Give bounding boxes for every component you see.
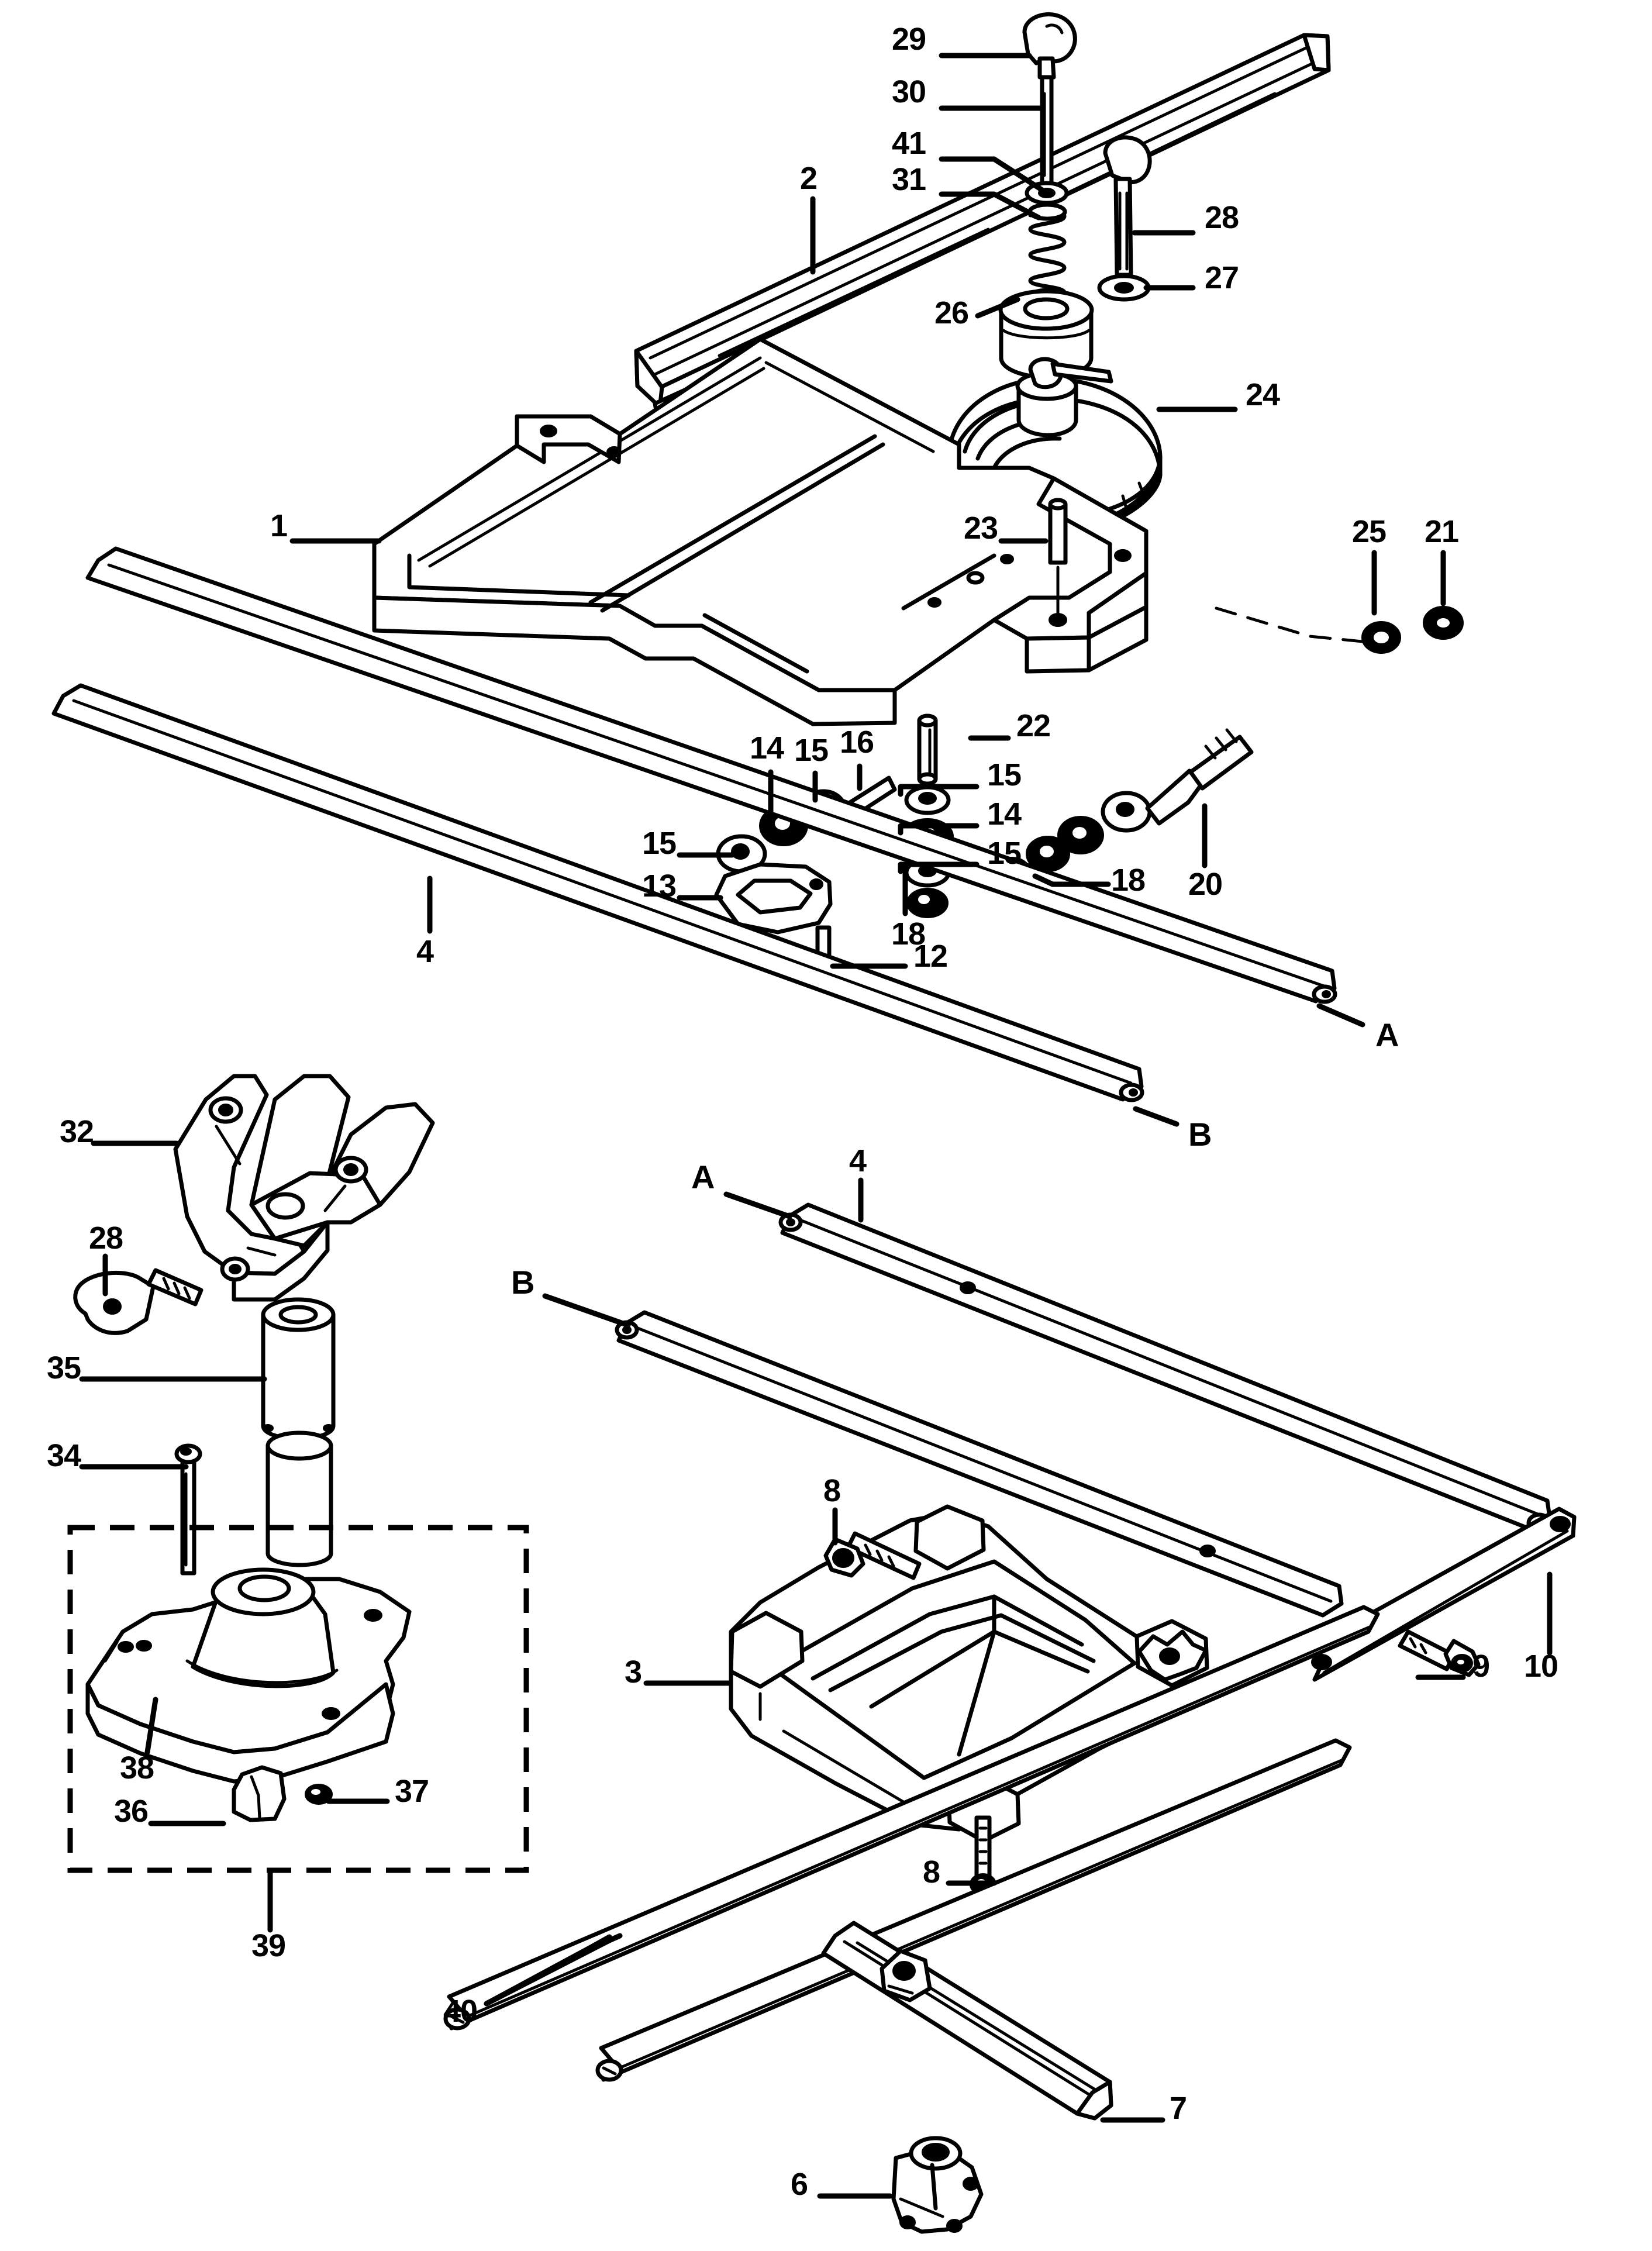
leader-lines <box>79 53 1553 2199</box>
callout-24: 24 <box>1246 377 1280 412</box>
callout-A-mid: A <box>691 1159 715 1195</box>
pin-part-23 <box>1048 498 1068 627</box>
callout-22: 22 <box>1016 708 1051 743</box>
callout-29: 29 <box>892 22 926 57</box>
callout-27: 27 <box>1205 260 1239 295</box>
callout-7: 7 <box>1170 2091 1187 2126</box>
callout-4-upper: 4 <box>416 934 434 969</box>
trunnion-bracket-part-32 <box>173 1074 435 1302</box>
washer-part-25 <box>1361 621 1401 654</box>
washer-part-27 <box>1097 274 1151 302</box>
callout-36: 36 <box>114 1794 149 1829</box>
callout-32: 32 <box>60 1114 94 1149</box>
callout-B-mid: B <box>511 1264 534 1301</box>
bracket-part-13 <box>714 862 833 935</box>
callout-3: 3 <box>625 1654 642 1690</box>
screw-part-34 <box>174 1443 202 1576</box>
rail-4-mid-B <box>615 1310 1344 1618</box>
callout-14-left: 14 <box>750 730 784 766</box>
sleeve-lower-part <box>265 1430 333 1567</box>
callout-18-right: 18 <box>1111 863 1146 898</box>
callout-15-left-upper: 15 <box>794 733 829 768</box>
key-part-36 <box>232 1765 287 1822</box>
callout-6: 6 <box>791 2167 808 2202</box>
callout-4-mid: 4 <box>849 1143 867 1178</box>
bolt-part-28-top <box>1103 135 1152 277</box>
callout-37: 37 <box>395 1774 429 1809</box>
rail-4-upper-B <box>51 683 1144 1102</box>
pin-part-37 <box>305 1784 333 1805</box>
callout-28-top: 28 <box>1205 200 1239 235</box>
shaft-part-22 <box>917 713 938 786</box>
callout-28-lower: 28 <box>89 1221 123 1256</box>
crossbar-part-7 <box>821 1921 1113 2121</box>
callout-39: 39 <box>251 1928 286 1963</box>
callout-21: 21 <box>1425 514 1459 549</box>
callout-34: 34 <box>47 1438 81 1473</box>
callout-2: 2 <box>800 161 818 196</box>
saw-table-part-1 <box>372 337 1149 726</box>
callout-A-upper: A <box>1375 1016 1399 1053</box>
callout-40: 40 <box>443 1994 478 2029</box>
rail-4-upper-A <box>85 546 1337 1004</box>
callout-10: 10 <box>1524 1649 1558 1684</box>
callout-18-center: 18 <box>891 916 926 952</box>
callout-26: 26 <box>934 295 969 330</box>
callout-30: 30 <box>892 74 926 109</box>
callout-35: 35 <box>47 1350 81 1385</box>
callout-15-left-lower: 15 <box>642 826 677 861</box>
callout-25: 25 <box>1352 514 1387 549</box>
sleeve-part-35 <box>261 1297 336 1441</box>
callout-23: 23 <box>964 511 998 546</box>
callout-16: 16 <box>840 725 874 760</box>
leg-part-40-lower <box>595 1738 1352 2082</box>
leg-part-40-upper <box>443 1605 1380 2031</box>
callout-9: 9 <box>1472 1649 1490 1684</box>
bolt-part-9 <box>1398 1629 1481 1677</box>
foot-part-6 <box>891 2136 984 2234</box>
callout-1: 1 <box>270 508 288 543</box>
callout-15-center-lower: 15 <box>987 836 1022 871</box>
callout-8-upper: 8 <box>823 1473 841 1508</box>
callout-B-upper: B <box>1188 1116 1212 1153</box>
callout-15-center-upper: 15 <box>987 757 1022 792</box>
callout-41: 41 <box>892 126 926 161</box>
callout-8-lower: 8 <box>923 1854 940 1890</box>
dashed-group-box <box>67 1525 529 1873</box>
callout-12: 12 <box>913 939 948 974</box>
knob-part-29 <box>1022 12 1077 80</box>
callout-20: 20 <box>1188 867 1223 902</box>
base-part-38 <box>85 1567 412 1784</box>
bolt-part-8-upper <box>823 1531 922 1580</box>
rail-part-10 <box>1306 1507 1577 1682</box>
callout-13: 13 <box>642 868 677 904</box>
callout-38: 38 <box>120 1750 154 1785</box>
knob-part-28-lower <box>73 1268 204 1335</box>
bolt-part-30 <box>1040 75 1054 188</box>
callout-14-center: 14 <box>987 797 1022 832</box>
nut-part-21 <box>1423 606 1464 640</box>
callout-31: 31 <box>892 162 926 197</box>
bushing-part-26 <box>998 289 1094 380</box>
